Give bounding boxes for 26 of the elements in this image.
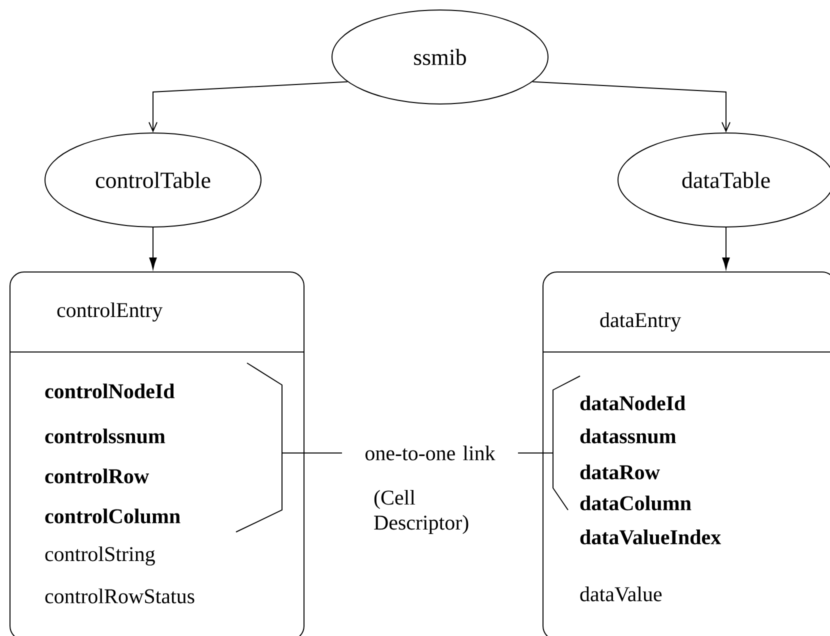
field-name: dataValueIndex: [580, 530, 721, 544]
entry-title: dataEntry: [600, 312, 682, 332]
field-name: controlRowStatus: [45, 588, 194, 604]
field-name: dataRow: [580, 464, 660, 480]
edge-label: one-to-one link: [342, 442, 518, 464]
field-name: controlNodeId: [45, 384, 175, 398]
field-name: controlRow: [45, 468, 149, 484]
bracket: [552, 376, 580, 510]
entry-box: [542, 272, 830, 636]
note-text: (Cell Descriptor): [374, 490, 468, 534]
arrow: [722, 227, 730, 270]
field-name: dataColumn: [580, 496, 692, 510]
ellipse-node: controlTable: [44, 132, 262, 228]
field-name: controlssnum: [45, 428, 166, 444]
field-name: dataValue: [580, 586, 662, 602]
field-name: controlString: [45, 546, 155, 566]
entry-box: [10, 272, 304, 636]
arrow: [148, 81, 348, 132]
arrow: [532, 81, 730, 132]
ellipse-node: ssmib: [332, 10, 548, 104]
field-name: controlColumn: [45, 508, 180, 524]
entry-title: controlEntry: [57, 302, 163, 322]
bracket: [236, 362, 282, 532]
field-name: dataNodeId: [580, 396, 686, 410]
arrow: [149, 227, 157, 270]
field-name: datassnum: [580, 428, 676, 444]
